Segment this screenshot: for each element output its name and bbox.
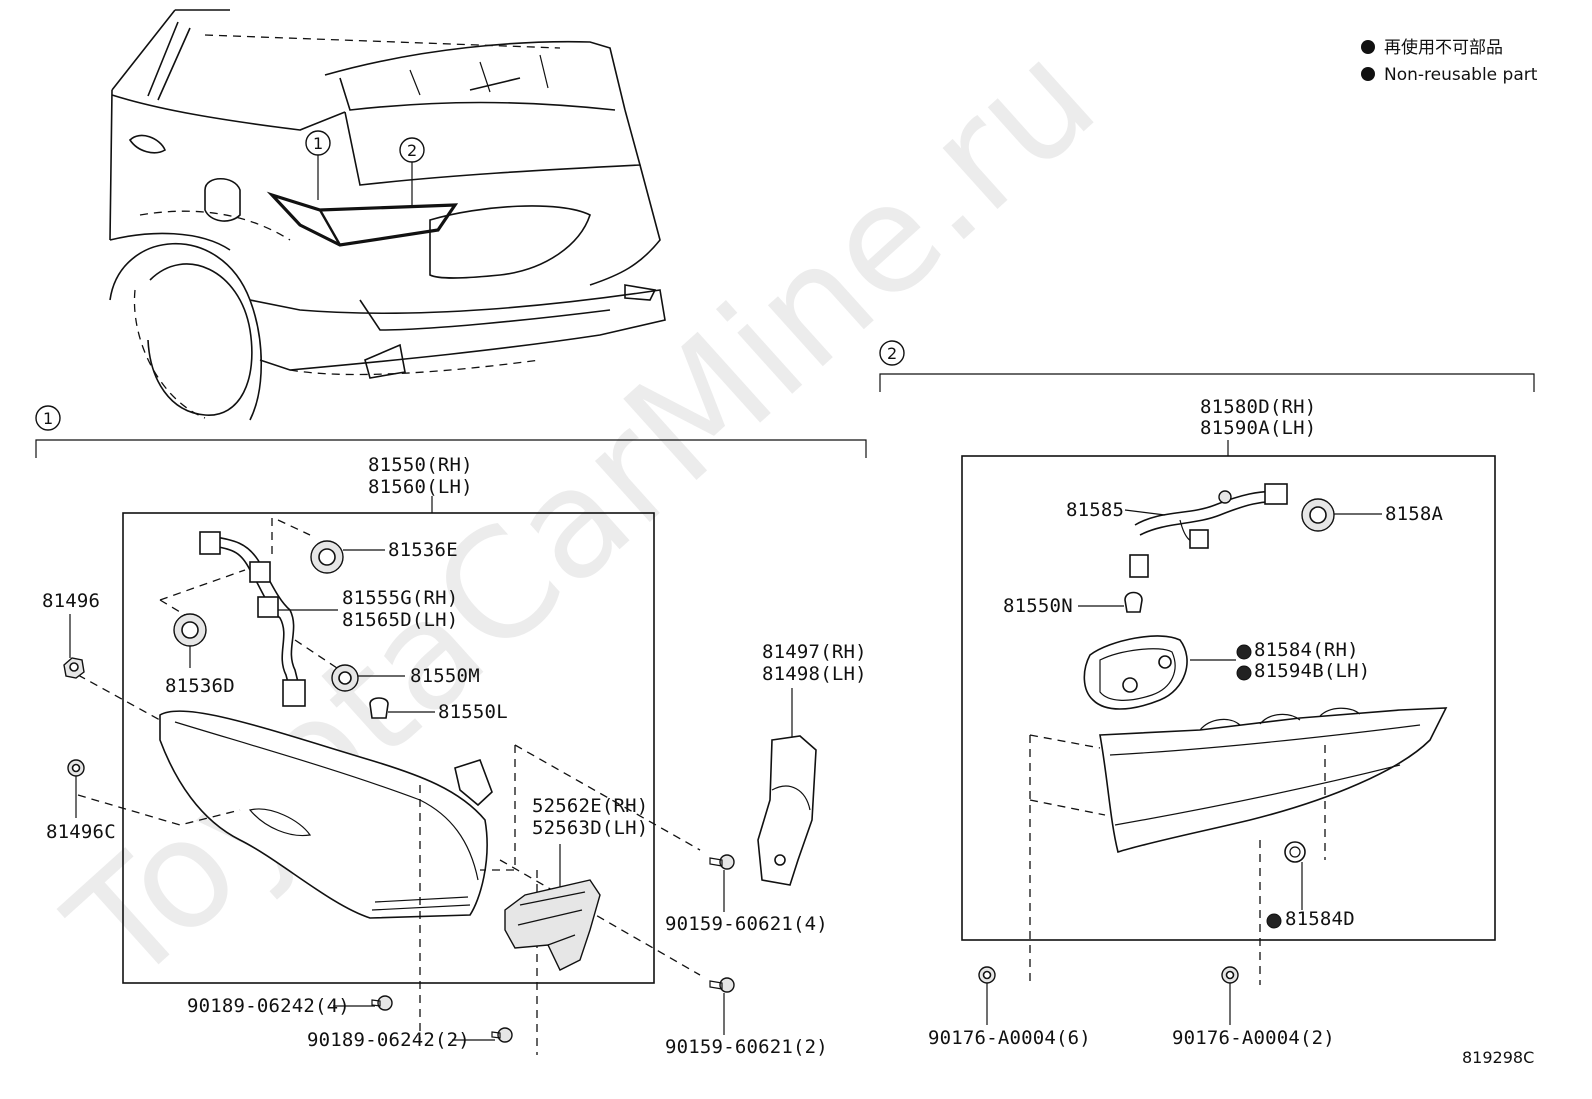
part-81498-lh: 81498(LH)	[762, 663, 867, 685]
part-81550-rh: 81550(RH)	[368, 454, 473, 476]
part-90189-06242-2: 90189-06242(2)	[307, 1029, 470, 1051]
non-reusable-dot-icon	[1361, 40, 1375, 54]
callout-2: 2	[407, 141, 417, 160]
part-90159-60621-2: 90159-60621(2)	[665, 1036, 828, 1058]
part-81560-lh: 81560(LH)	[368, 476, 473, 498]
non-reusable-dot-icon	[1361, 67, 1375, 81]
part-81584-rh: 81584(RH)	[1254, 639, 1359, 661]
legend-jp: 再使用不可部品	[1384, 37, 1503, 58]
inner-tail-lamp-body	[1099, 707, 1448, 854]
bulb-81550n	[1124, 591, 1143, 613]
socket-81536d	[173, 613, 207, 647]
part-81496c: 81496C	[46, 821, 116, 843]
seal-81584d	[1284, 841, 1306, 863]
part-81536e: 81536E	[388, 539, 458, 561]
nut-81496	[63, 657, 85, 679]
bracket-52562e	[504, 879, 601, 971]
socket-8158a	[1301, 498, 1335, 532]
bolt-90189-b	[491, 1027, 513, 1043]
vehicle-locator-illustration: 1 2	[109, 9, 666, 421]
part-81585: 81585	[1066, 499, 1124, 521]
group-2-inner-tail-lamp: 2 81580D(RH) 81590A(LH) 81585 8158A 8155…	[879, 340, 1535, 1049]
part-90176-a0004-2: 90176-A0004(2)	[1172, 1027, 1335, 1049]
non-reusable-dot-icon	[1236, 665, 1252, 681]
socket-81536e	[310, 540, 344, 574]
part-81584d: 81584D	[1285, 908, 1355, 930]
figure-code: 819298C	[1462, 1048, 1534, 1067]
part-81590a-lh: 81590A(LH)	[1200, 417, 1316, 439]
legend: 再使用不可部品 Non-reusable part	[1361, 37, 1538, 85]
screw-90159-b	[709, 977, 735, 993]
callout-1: 1	[313, 134, 323, 153]
part-8158a: 8158A	[1385, 503, 1444, 525]
part-81555g-rh: 81555G(RH)	[342, 587, 458, 609]
clip-81496c	[67, 759, 85, 777]
part-81580d-rh: 81580D(RH)	[1200, 396, 1316, 418]
part-81497-rh: 81497(RH)	[762, 641, 867, 663]
legend-en: Non-reusable part	[1384, 65, 1538, 85]
group-1-callout: 1	[43, 409, 53, 428]
bulb-81550l	[369, 697, 389, 719]
screw-90176-a	[978, 966, 996, 984]
part-81565d-lh: 81565D(LH)	[342, 609, 458, 631]
part-81536d: 81536D	[165, 675, 235, 697]
screw-90176-b	[1221, 966, 1239, 984]
part-81550l: 81550L	[438, 701, 508, 723]
part-90159-60621-4: 90159-60621(4)	[665, 913, 828, 935]
part-90176-a0004-6: 90176-A0004(6)	[928, 1027, 1091, 1049]
part-81550n: 81550N	[1003, 595, 1073, 617]
watermark: ToyotaCarMine.ru	[37, 11, 1128, 1018]
part-81594b-lh: 81594B(LH)	[1254, 660, 1370, 682]
part-52562e-rh: 52562E(RH)	[532, 795, 648, 817]
group-1-outer-tail-lamp: 1 81550(RH) 81560(LH) 81536E 81555G(RH) …	[35, 405, 867, 1058]
part-52563d-lh: 52563D(LH)	[532, 817, 648, 839]
screw-90159-a	[709, 854, 735, 870]
gasket-81584	[1083, 635, 1188, 710]
outer-tail-lamp-body	[159, 710, 493, 919]
cover-81497	[757, 735, 817, 886]
non-reusable-dot-icon	[1236, 644, 1252, 660]
group-2-callout: 2	[887, 344, 897, 363]
part-81496: 81496	[42, 590, 100, 612]
part-90189-06242-4: 90189-06242(4)	[187, 995, 350, 1017]
bolt-90189-a	[371, 995, 393, 1011]
part-81550m: 81550M	[410, 665, 480, 687]
non-reusable-dot-icon	[1266, 913, 1282, 929]
socket-81550m	[331, 664, 359, 692]
